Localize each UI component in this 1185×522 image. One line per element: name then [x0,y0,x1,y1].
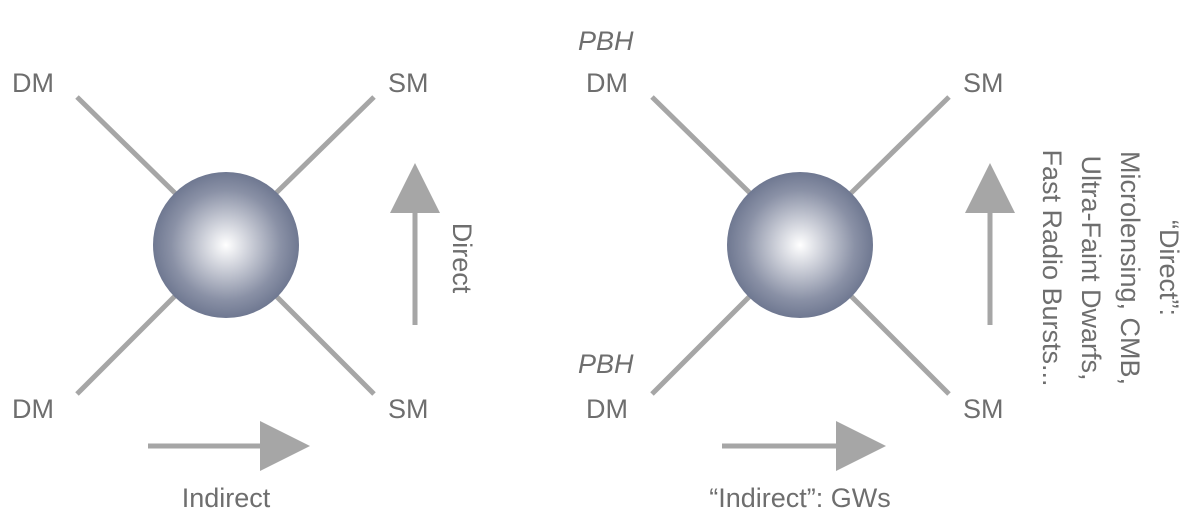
left-leg-bottom-right [271,291,376,396]
right-vertical-label-line-2: Microlensing, CMB, [1115,151,1145,385]
right-interaction-vertex [727,172,873,318]
left-label-sm-top: SM [388,68,429,98]
right-leg-top-right [846,95,951,198]
left-leg-top-right [271,95,376,198]
right-label-pbh-top: PBH [578,26,634,56]
left-label-dm-bottom: DM [12,394,54,424]
right-label-dm-bottom: DM [586,394,628,424]
right-label-dm-top: DM [586,68,628,98]
right-leg-bottom-left [650,291,755,396]
left-horizontal-arrow-label: Indirect [182,483,271,513]
left-label-dm-top: DM [12,68,54,98]
right-diagram: PBH DM PBH DM SM SM “Indirect”: GWs “Dir… [578,26,1184,513]
right-horizontal-arrow-label: “Indirect”: GWs [709,483,891,513]
right-leg-top-left [650,95,755,198]
right-label-pbh-bottom: PBH [578,349,634,379]
left-label-sm-bottom: SM [388,394,429,424]
left-leg-top-left [75,95,180,198]
left-leg-bottom-left [75,291,180,396]
right-label-sm-bottom: SM [963,394,1004,424]
left-diagram: DM DM SM SM Indirect Direct [12,68,477,513]
right-vertical-label-line-4: Fast Radio Bursts... [1037,149,1067,386]
right-vertical-label-line-3: Ultra-Faint Dwarfs, [1076,155,1106,380]
right-label-sm-top: SM [963,68,1004,98]
left-interaction-vertex [153,172,299,318]
left-vertical-arrow-label: Direct [447,223,477,294]
right-leg-bottom-right [846,291,951,396]
right-vertical-label-line-1: “Direct”: [1154,220,1184,316]
